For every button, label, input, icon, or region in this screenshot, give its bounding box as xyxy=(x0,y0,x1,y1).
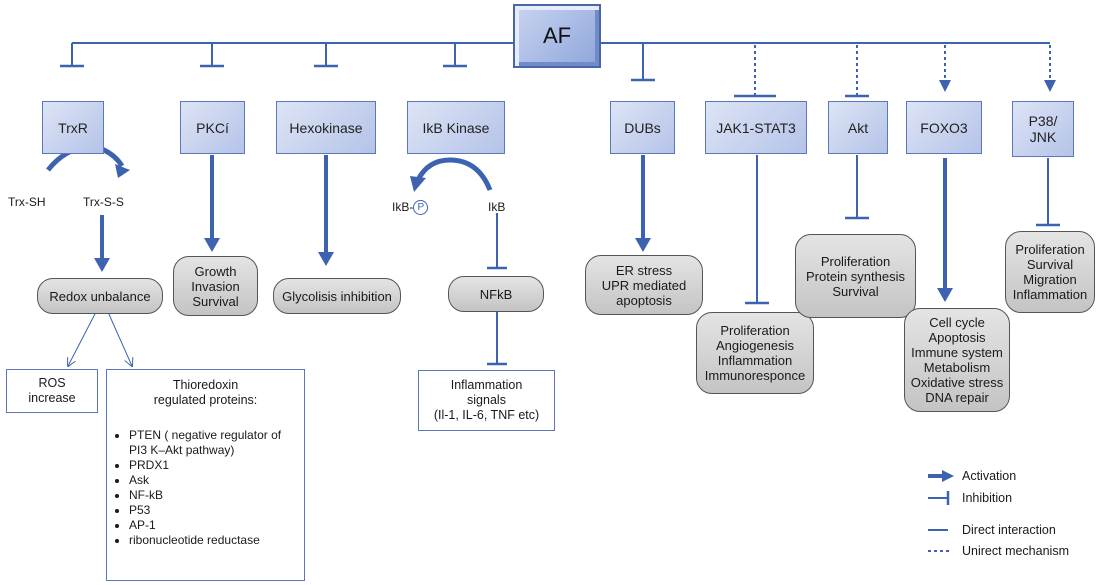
outcome-nfkb-text: NFkB xyxy=(479,286,513,302)
dubs-to-outcome-arrowhead xyxy=(635,238,651,252)
outcome-jak-line: Angiogenesis xyxy=(715,338,795,353)
outcome-foxo3-line: Immune system xyxy=(911,345,1003,360)
trx-sh-label: Trx-SH xyxy=(8,195,46,209)
legend-activation-label: Activation xyxy=(962,469,1017,483)
thioredoxin-protein-list: PTEN ( negative regulator of PI3 K–Akt p… xyxy=(115,428,296,548)
ros-line: ROS xyxy=(38,376,66,390)
target-akt-label: Akt xyxy=(847,119,869,136)
ikb-curve-arrow xyxy=(415,157,493,191)
outcome-pkc-line: Invasion xyxy=(191,278,240,294)
pkc-to-outcome-arrowhead xyxy=(204,238,220,252)
outcome-foxo3-line: Cell cycle xyxy=(929,315,985,330)
thioredoxin-box: Thioredoxin regulated proteins: PTEN ( n… xyxy=(106,369,305,581)
af-node: AF xyxy=(513,4,601,68)
inflammation-line: (Il-1, IL-6, TNF etc) xyxy=(433,408,540,422)
ikb-label: IkB xyxy=(488,200,506,214)
target-jak1-stat3: JAK1-STAT3 xyxy=(705,101,807,154)
trx-ss-label: Trx-S-S xyxy=(83,195,124,209)
outcome-dubs-line: UPR mediated xyxy=(601,277,687,293)
outcome-jak: Proliferation Angiogenesis Inflammation … xyxy=(696,312,814,394)
target-hexokinase: Hexokinase xyxy=(276,101,376,154)
target-p38-label-line2: JNK xyxy=(1029,129,1057,145)
target-ikb-kinase: IkB Kinase xyxy=(407,101,505,154)
target-trxr-label: TrxR xyxy=(58,119,88,136)
target-jak1-stat3-label: JAK1-STAT3 xyxy=(716,119,796,136)
outcome-redox-text: Redox unbalance xyxy=(49,288,151,304)
activation-arrow-foxo3 xyxy=(939,80,951,92)
outcome-foxo3: Cell cycle Apoptosis Immune system Metab… xyxy=(904,308,1010,412)
hexokinase-to-outcome-arrowhead xyxy=(318,252,334,266)
thioredoxin-title-line: Thioredoxin xyxy=(172,378,239,392)
ikb-p-label: IkB-P xyxy=(392,200,429,216)
outcome-pkc: Growth Invasion Survival xyxy=(173,256,258,316)
ikb-p-text: IkB- xyxy=(392,200,414,214)
redox-to-ros-arrow xyxy=(68,311,97,366)
outcome-glycolysis: Glycolisis inhibition xyxy=(273,278,401,314)
legend-inhibition-label: Inhibition xyxy=(962,491,1013,505)
ikb-curve-arrowhead xyxy=(410,176,426,192)
legend-direct-label: Direct interaction xyxy=(962,523,1056,537)
foxo3-to-outcome-arrowhead xyxy=(937,288,953,302)
target-dubs: DUBs xyxy=(610,101,675,154)
outcome-jak-line: Immunoresponce xyxy=(704,368,806,383)
outcome-p38-line: Proliferation xyxy=(1015,242,1085,257)
list-item: NF-kB xyxy=(129,488,296,503)
outcome-pkc-line: Growth xyxy=(194,263,237,279)
outcome-p38-line: Survival xyxy=(1026,257,1074,272)
list-item: PTEN ( negative regulator of PI3 K–Akt p… xyxy=(129,428,296,458)
target-trxr: TrxR xyxy=(42,101,104,154)
outcome-akt: Proliferation Protein synthesis Survival xyxy=(795,234,916,318)
outcome-jak-line: Inflammation xyxy=(717,353,793,368)
outcome-dubs: ER stress UPR mediated apoptosis xyxy=(585,255,703,315)
activation-arrow-p38 xyxy=(1044,80,1056,92)
inflammation-line: Inflammation xyxy=(450,378,523,392)
phosphate-circle: P xyxy=(413,200,429,216)
redox-to-thioredoxin-arrow xyxy=(107,311,132,366)
target-akt: Akt xyxy=(828,101,888,154)
inflammation-box: Inflammation signals (Il-1, IL-6, TNF et… xyxy=(418,370,555,431)
outcome-jak-line: Proliferation xyxy=(720,323,790,338)
af-label: AF xyxy=(542,23,572,48)
target-foxo3-label: FOXO3 xyxy=(920,119,968,136)
target-ikb-kinase-label: IkB Kinase xyxy=(422,119,490,136)
outcome-p38-line: Inflammation xyxy=(1012,287,1088,302)
outcome-foxo3-line: Oxidative stress xyxy=(910,375,1004,390)
outcome-pkc-line: Survival xyxy=(192,293,239,309)
target-hexokinase-label: Hexokinase xyxy=(289,119,363,136)
outcome-foxo3-line: Apoptosis xyxy=(928,330,986,345)
outcome-redox-unbalance: Redox unbalance xyxy=(37,278,163,314)
list-item: P53 xyxy=(129,503,296,518)
thioredoxin-title-line: regulated proteins: xyxy=(153,393,258,407)
outcome-foxo3-line: DNA repair xyxy=(925,390,989,405)
target-dubs-label: DUBs xyxy=(624,119,661,136)
ros-box: ROS increase xyxy=(6,369,98,413)
list-item: ribonucleotide reductase xyxy=(129,533,296,548)
ros-line: increase xyxy=(28,391,76,405)
legend-activation-arrowhead xyxy=(942,470,954,482)
inflammation-line: signals xyxy=(467,393,506,407)
target-pkc: PKCí xyxy=(180,101,245,154)
trx-curve-arrowhead xyxy=(115,164,130,178)
outcome-foxo3-line: Metabolism xyxy=(923,360,991,375)
target-p38-label-line1: P38/ xyxy=(1028,113,1058,129)
target-p38-jnk: P38/ JNK xyxy=(1012,101,1074,157)
outcome-akt-line: Protein synthesis xyxy=(806,268,905,284)
outcome-akt-line: Proliferation xyxy=(820,253,891,269)
target-pkc-label: PKCí xyxy=(196,119,229,136)
list-item: Ask xyxy=(129,473,296,488)
outcome-dubs-line: apoptosis xyxy=(616,292,672,308)
outcome-p38-line: Migration xyxy=(1023,272,1077,287)
list-item: PRDX1 xyxy=(129,458,296,473)
outcome-dubs-line: ER stress xyxy=(615,262,673,278)
target-foxo3: FOXO3 xyxy=(906,101,982,154)
outcome-nfkb: NFkB xyxy=(448,276,544,312)
legend-indirect-label: Unirect mechanism xyxy=(962,544,1069,558)
trx-to-redox-arrowhead xyxy=(94,258,110,272)
outcome-glycolysis-text: Glycolisis inhibition xyxy=(282,288,392,304)
outcome-akt-line: Survival xyxy=(832,283,879,299)
list-item: AP-1 xyxy=(129,518,296,533)
outcome-p38: Proliferation Survival Migration Inflamm… xyxy=(1005,231,1095,313)
